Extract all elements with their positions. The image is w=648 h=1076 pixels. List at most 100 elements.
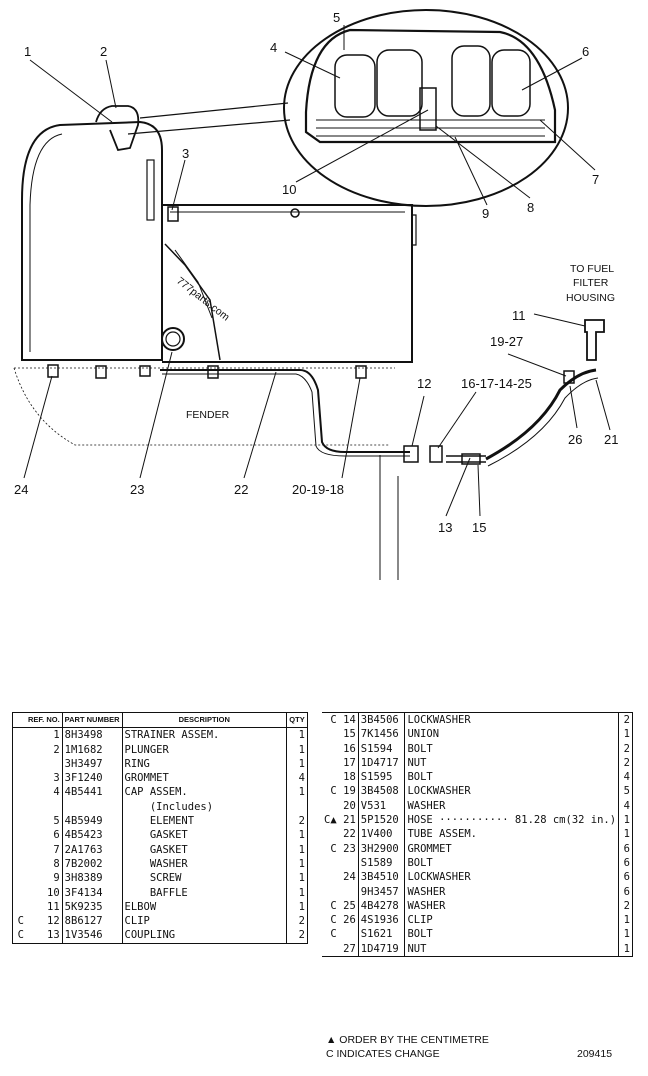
part-description: LOCKWASHER [404, 870, 620, 885]
to-fuel-label-3: HOUSING [566, 292, 615, 304]
ref-number: 1 [26, 727, 63, 743]
part-number: S1589 [358, 855, 406, 871]
callout-19-27: 19-27 [490, 334, 523, 349]
tank-rear-section [162, 204, 413, 363]
ref-number: 23 [338, 841, 359, 856]
quantity: 1 [298, 743, 305, 756]
callout-16-17-14-25: 16-17-14-25 [461, 376, 532, 391]
quantity: 4 [623, 771, 630, 784]
callout-24: 24 [14, 482, 28, 497]
change-mark [322, 727, 339, 741]
ref-number: 9 [26, 871, 63, 886]
quantity: 1 [623, 728, 630, 741]
ref-number: 26 [338, 913, 359, 928]
ref-number [338, 927, 359, 942]
callout-15: 15 [472, 520, 486, 535]
callout-11: 11 [512, 308, 526, 323]
table-row: (Includes) [13, 799, 308, 815]
quantity: 2 [623, 756, 630, 769]
part-description: WASHER [404, 798, 620, 814]
part-number: 1V3546 [62, 928, 123, 944]
part-number: 3B4510 [358, 870, 406, 885]
part-number: 4B5441 [62, 785, 123, 800]
part-number: S1595 [358, 770, 406, 785]
change-mark [13, 886, 27, 900]
quantity: 2 [623, 742, 630, 755]
part-description: HOSE ··········· 81.28 cm(32 in.) [404, 813, 620, 828]
part-description: CLIP [404, 913, 620, 928]
quantity: 1 [623, 914, 630, 927]
part-number: S1594 [358, 741, 406, 756]
part-description: SCREW [122, 871, 288, 886]
part-description: (Includes) [122, 799, 288, 815]
part-description: NUT [404, 755, 620, 771]
callout-20-19-18: 20-19-18 [292, 482, 344, 497]
change-mark [13, 900, 27, 914]
part-description: BOLT [404, 770, 620, 785]
part-number: 5K9235 [62, 899, 123, 915]
callout-4: 4 [270, 40, 277, 55]
quantity: 6 [623, 871, 630, 884]
quantity: 1 [298, 872, 305, 885]
quantity: 1 [623, 942, 630, 955]
part-number: 8B6127 [62, 914, 123, 929]
quantity: 1 [298, 857, 305, 870]
ref-number: 4 [26, 785, 63, 800]
change-mark: C [330, 928, 337, 941]
sight-gauge [146, 159, 155, 221]
tube-assembly [160, 369, 410, 453]
callout-9: 9 [482, 206, 489, 221]
quantity: 2 [623, 899, 630, 912]
change-mark [322, 742, 339, 756]
part-number: 4B5423 [62, 828, 123, 843]
quantity: 2 [298, 929, 305, 942]
ref-number: 16 [338, 741, 359, 756]
part-description: LOCKWASHER [404, 712, 620, 728]
change-mark [322, 756, 339, 770]
fender-label: FENDER [186, 409, 230, 421]
ref-number: 7 [26, 842, 63, 857]
part-number: 1D4717 [358, 755, 406, 771]
ref-number [338, 884, 359, 899]
part-number: 3H3497 [62, 756, 123, 772]
change-mark [322, 856, 339, 870]
watermark: 777parts.com [174, 275, 232, 324]
part-number: 8H3498 [62, 727, 123, 743]
fuel-hose [485, 368, 597, 461]
part-number: S1621 [358, 927, 406, 942]
part-number: 4S1936 [358, 913, 406, 928]
part-description: PLUNGER [122, 742, 288, 757]
quantity: 1 [298, 900, 305, 913]
change-mark [13, 857, 27, 871]
part-description: WASHER [122, 856, 288, 872]
fuel-tank-body [21, 120, 163, 361]
header-part-number: PART NUMBER [62, 712, 123, 729]
change-mark [13, 828, 27, 842]
part-description: GROMMET [122, 771, 288, 786]
part-number: 4B4278 [358, 898, 406, 914]
change-mark [13, 771, 27, 785]
part-number: 5P1520 [358, 813, 406, 828]
part-number: 2A1763 [62, 842, 123, 857]
ref-number [338, 855, 359, 871]
callout-22: 22 [234, 482, 248, 497]
change-mark: C [330, 899, 337, 912]
ref-number: 18 [338, 770, 359, 785]
callout-8: 8 [527, 200, 534, 215]
quantity: 1 [623, 814, 630, 827]
quantity: 2 [623, 714, 630, 726]
to-fuel-label-1: TO FUEL [570, 263, 614, 275]
quantity: 6 [623, 885, 630, 898]
part-number: 3F1240 [62, 771, 123, 786]
part-description: NUT [404, 941, 620, 957]
change-mark: C [17, 929, 24, 942]
